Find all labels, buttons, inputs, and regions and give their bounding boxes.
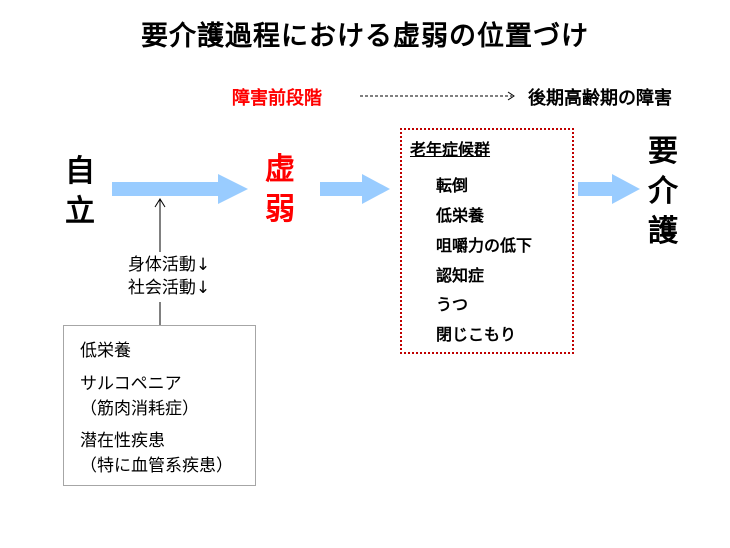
node-independent-char: 自 [65,154,95,189]
node-frailty-char: 虚 [265,152,295,187]
syndrome-item: 閉じこもり [436,325,517,344]
node-frailty-char: 弱 [265,192,295,227]
syndrome-item: 転倒 [436,176,469,195]
node-care-char: 護 [648,214,678,249]
syndrome-item: うつ [436,295,469,314]
social-activity-decrease: 社会活動↓ [127,278,211,298]
node-care-char: 要 [648,134,678,169]
node-care-char: 介 [648,174,678,209]
geriatric-syndrome-box: 老年症候群 転倒 低栄養 咀嚼力の低下 認知症 うつ 閉じこもり [400,128,574,354]
syndrome-item: 低栄養 [436,206,485,225]
arrow-frailty-to-syndrome [320,174,390,204]
cause-item: （特に血管系疾患） [80,456,233,476]
cause-item: （筋肉消耗症） [80,399,199,419]
late-elderly-disability-label: 後期高齢期の障害 [528,88,672,109]
arrow-independent-to-frailty [112,174,248,204]
node-independent-char: 立 [65,194,95,229]
causes-box: 低栄養 サルコペニア （筋肉消耗症） 潜在性疾患 （特に血管系疾患） [63,325,256,486]
node-frailty: 虚 弱 [260,150,300,230]
stage-dashed-arrowhead [507,91,515,101]
cause-item: サルコペニア [80,374,182,394]
node-care-needed: 要 介 護 [643,132,683,252]
activity-decrease-label: 身体活動↓ 社会活動↓ [104,254,234,300]
node-independent: 自 立 [60,152,100,232]
syndrome-item: 咀嚼力の低下 [436,236,533,255]
geriatric-syndrome-title: 老年症候群 [410,140,491,159]
syndrome-item: 認知症 [436,266,485,285]
page-title: 要介護過程における虚弱の位置づけ [141,21,589,52]
cause-item: 低栄養 [80,341,131,361]
pre-disability-stage-label: 障害前段階 [232,88,322,109]
arrow-syndrome-to-care [578,174,640,204]
activity-arrowhead [154,198,166,208]
physical-activity-decrease: 身体活動↓ [127,255,211,275]
cause-item: 潜在性疾患 [80,431,165,451]
